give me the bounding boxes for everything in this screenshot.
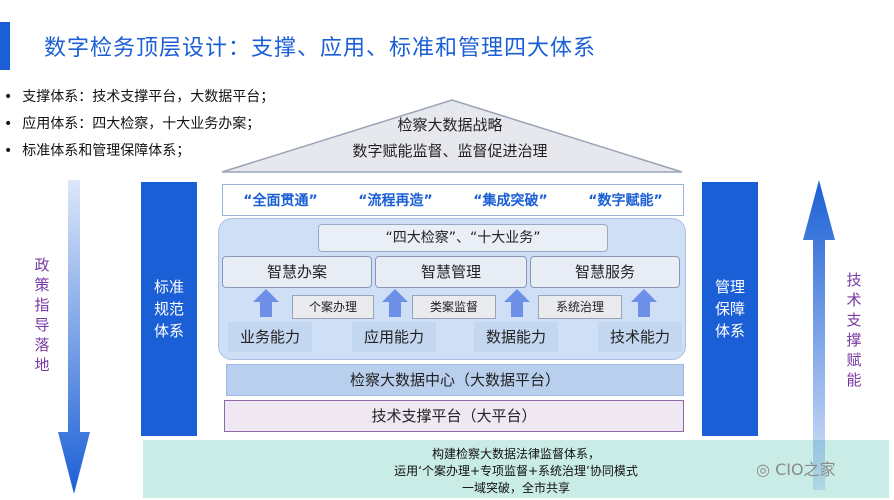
up-arrow-icon	[253, 289, 279, 317]
slogan-item: “数字赋能”	[588, 193, 663, 209]
policy-guidance-label: 政策指导落地	[32, 255, 52, 375]
smart-service-box: 智慧服务	[530, 256, 680, 288]
slogan-item: “全面贯通”	[243, 193, 318, 209]
bullet-item: 应用体系：四大检察，十大业务办案；	[4, 111, 274, 138]
capability-business: 业务能力	[228, 322, 312, 352]
foundation-base: 构建检察大数据法律监督体系， 运用‘个案办理+专项监督+系统治理’协同模式 一域…	[143, 440, 889, 498]
up-arrow-icon	[504, 289, 530, 317]
roof-subtitle: 数字赋能监督、监督促进治理	[352, 142, 548, 160]
watermark: ◎ CIO之家	[756, 456, 836, 480]
tech-support-label: 技术支撑赋能	[844, 270, 864, 390]
page-title: 数字检务顶层设计：支撑、应用、标准和管理四大体系	[44, 36, 597, 61]
base-line: 运用‘个案办理+专项监督+系统治理’协同模式	[394, 464, 638, 478]
up-arrow-icon	[382, 289, 408, 317]
smart-management-box: 智慧管理	[375, 256, 527, 288]
roof-shape	[221, 99, 683, 173]
slogan-item: “流程再造”	[358, 193, 433, 209]
watermark-text: CIO之家	[775, 460, 836, 479]
capability-technology: 技术能力	[598, 322, 682, 352]
capability-data: 数据能力	[474, 322, 558, 352]
tech-platform-layer: 技术支撑平台（大平台）	[224, 400, 684, 432]
big-data-center-layer: 检察大数据中心（大数据平台）	[226, 364, 684, 396]
individual-case-box: 个案办理	[292, 295, 374, 319]
bullet-item: 标准体系和管理保障体系；	[4, 138, 274, 165]
base-line: 构建检察大数据法律监督体系，	[431, 447, 600, 461]
down-arrow-icon	[58, 180, 90, 494]
class-case-box: 类案监督	[412, 295, 496, 319]
roof-title: 检察大数据战略	[397, 116, 503, 134]
up-arrow-icon	[631, 289, 657, 317]
up-arrow-icon	[803, 180, 835, 490]
smart-case-box: 智慧办案	[222, 256, 372, 288]
capability-application: 应用能力	[352, 322, 436, 352]
slogan-item: “集成突破”	[473, 193, 548, 209]
base-line: 一域突破，全市共享	[461, 481, 570, 495]
management-column: 管理 保障 体系	[702, 182, 758, 436]
standards-column: 标准 规范 体系	[141, 182, 197, 436]
title-accent-bar	[0, 22, 10, 70]
tech-support-text: 技术支撑赋能	[846, 271, 862, 389]
bullet-list: 支撑体系：技术支撑平台，大数据平台； 应用体系：四大检察，十大业务办案； 标准体…	[4, 84, 274, 165]
core-business-label: “四大检察”、“十大业务”	[318, 224, 608, 252]
system-governance-box: 系统治理	[538, 295, 622, 319]
policy-guidance-text: 政策指导落地	[34, 256, 50, 374]
bullet-item: 支撑体系：技术支撑平台，大数据平台；	[4, 84, 274, 111]
slogan-banner: “全面贯通” “流程再造” “集成突破” “数字赋能”	[222, 184, 684, 216]
wechat-icon: ◎	[756, 460, 770, 479]
